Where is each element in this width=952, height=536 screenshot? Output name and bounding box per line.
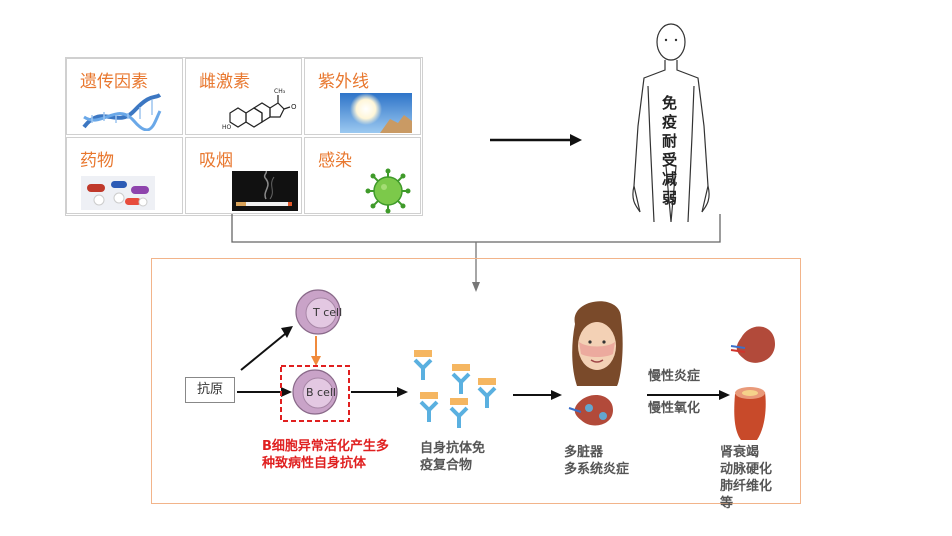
outcome-label: 肾衰竭 动脉硬化 肺纤维化 等 <box>720 444 772 512</box>
caption-line: 肾衰竭 <box>720 445 760 460</box>
sun-icon <box>340 93 412 133</box>
factor-cell-smoking: 吸烟 <box>185 137 302 214</box>
dna-helix-icon <box>82 93 162 131</box>
ho-label: HO <box>222 124 232 131</box>
ch3-label: CH₃ <box>274 88 286 95</box>
caption-line: 肺纤维化 <box>720 479 773 494</box>
caption-line: 等 <box>720 496 734 511</box>
pathogenesis-flow-graphics: T cell B cell <box>237 289 775 440</box>
factor-label: 遗传因素 <box>80 72 148 92</box>
factor-cell-infection: 感染 <box>304 137 421 214</box>
patient-face-illustration <box>572 301 623 386</box>
arrow-head-icon <box>281 387 292 397</box>
cigarette-icon <box>232 171 298 211</box>
factor-cell-uv: 紫外线 <box>304 58 421 135</box>
pathogenesis-flow-box <box>151 258 801 504</box>
immune-complex-label: 自身抗体免 疫复合物 <box>420 440 485 474</box>
kidney-outcome-icon <box>730 326 775 363</box>
b-cell-highlight-box <box>280 365 350 422</box>
caption-line: 自身抗体免 <box>420 441 486 456</box>
kidney-organ-icon <box>568 395 613 426</box>
factor-label: 吸烟 <box>199 151 233 171</box>
t-cell-label: T cell <box>312 306 342 319</box>
artery-outcome-icon <box>734 387 766 440</box>
antigen-box: 抗原 <box>185 377 235 403</box>
human-figure-illustration <box>632 23 710 223</box>
immune-complex-icon <box>413 350 497 428</box>
caption-line: 疫复合物 <box>420 458 473 473</box>
factor-cell-drugs: 药物 <box>66 137 183 214</box>
factor-label: 紫外线 <box>318 72 369 92</box>
caption-line: 种致病性自身抗体 <box>262 456 367 471</box>
chronic-inflammation-label: 慢性炎症 <box>648 369 701 384</box>
risk-factor-grid: 遗传因素 雌激素 CH₃ O HO 紫 <box>65 57 423 216</box>
butterfly-rash <box>579 342 615 357</box>
connector-bracket <box>231 214 721 292</box>
factor-label: 雌激素 <box>199 72 250 92</box>
caption-line: B细胞异常活化产生多 <box>262 439 389 454</box>
pills-icon <box>81 176 155 210</box>
caption-line: 多脏器 <box>564 445 604 460</box>
factor-cell-estrogen: 雌激素 CH₃ O HO <box>185 58 302 135</box>
chronic-oxidation-label: 慢性氧化 <box>648 401 701 416</box>
factor-to-human-arrow <box>490 134 582 146</box>
caption-line: 多系统炎症 <box>564 462 630 477</box>
b-cell-label: B cell <box>306 386 336 399</box>
factor-label: 感染 <box>318 151 352 171</box>
organ-inflammation-label: 多脏器 多系统炎症 <box>564 444 629 478</box>
virus-icon <box>365 168 411 214</box>
estrogen-molecule-icon: CH₃ O HO <box>222 88 297 131</box>
oxygen-label: O <box>291 103 297 111</box>
caption-line: 动脉硬化 <box>720 462 773 477</box>
immune-tolerance-text: 免疫耐受减弱 <box>662 94 678 207</box>
b-cell-caption: B细胞异常活化产生多 种致病性自身抗体 <box>262 438 389 472</box>
factor-cell-genetics: 遗传因素 <box>66 58 183 135</box>
factor-label: 药物 <box>80 151 114 171</box>
arrow-head-icon <box>281 326 293 338</box>
